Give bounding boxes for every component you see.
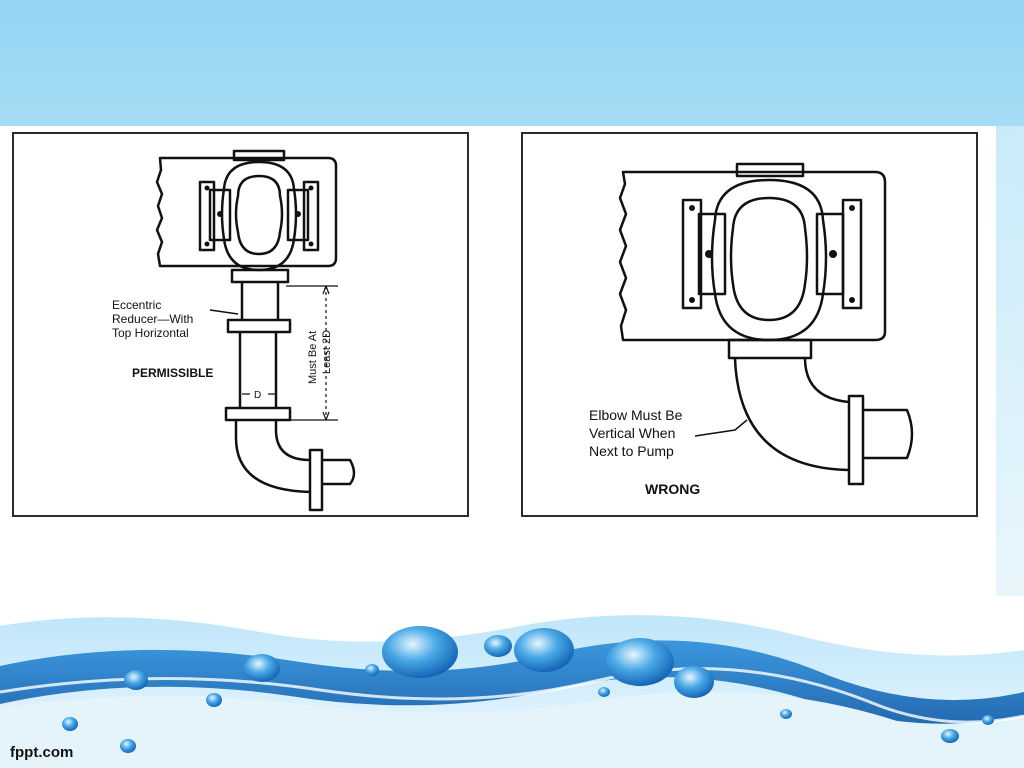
- pump-housing: [155, 156, 338, 268]
- pump-casing: [710, 178, 828, 342]
- elbow-callout-line-1: Elbow Must Be: [589, 407, 683, 423]
- suction-elbow-outer: [234, 420, 311, 494]
- inlet-flange: [308, 448, 324, 512]
- wrong-caption: WRONG: [645, 481, 700, 497]
- pump-top-flange: [232, 149, 286, 162]
- pump-outlet-flange: [230, 268, 290, 284]
- permissible-pump-diagram: Eccentric Reducer—With Top Horizontal Mu…: [112, 149, 356, 512]
- permissible-caption: PERMISSIBLE: [132, 366, 213, 380]
- straight-pipe-run: [238, 332, 278, 408]
- permissible-diagram-panel: Eccentric Reducer—With Top Horizontal Mu…: [12, 132, 469, 517]
- wrong-diagram-panel: Elbow Must Be Vertical When Next to Pump…: [521, 132, 978, 517]
- elbow-callout-line-3: Next to Pump: [589, 443, 674, 459]
- slide-side-strip: [996, 126, 1024, 596]
- diameter-label: D: [254, 390, 261, 401]
- wrong-pump-diagram: Elbow Must Be Vertical When Next to Pump…: [589, 162, 914, 497]
- footer-brand-text: fppt.com: [10, 744, 74, 761]
- reducer-callout-line-2: Reducer—With: [112, 312, 193, 326]
- pump-housing: [618, 170, 887, 342]
- reducer-flange: [226, 318, 292, 334]
- horizontal-elbow-outer: [733, 357, 850, 472]
- pump-outlet-flange: [727, 338, 813, 360]
- slide-header-band: [0, 0, 1024, 126]
- reducer-callout-line-1: Eccentric: [112, 298, 161, 312]
- lower-flange: [224, 406, 292, 422]
- reducer-callout-line-3: Top Horizontal: [112, 326, 189, 340]
- pump-top-flange: [735, 162, 805, 178]
- dimension-label-line-2: Least 2D: [321, 330, 333, 374]
- water-wave-decoration: [0, 615, 1024, 768]
- elbow-callout-line-2: Vertical When: [589, 425, 675, 441]
- dimension-label-line-1: Must Be At: [307, 331, 319, 384]
- inlet-flange: [847, 394, 865, 486]
